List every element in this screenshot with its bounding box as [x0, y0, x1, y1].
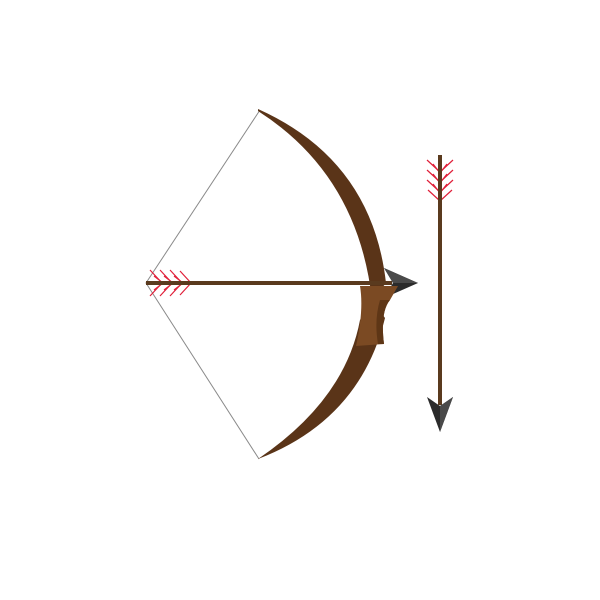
grip-shadow [376, 300, 390, 344]
arrowhead-shade [440, 397, 453, 432]
arrow-shaft [438, 155, 442, 405]
arrow-shaft [146, 281, 392, 285]
bow-grip [356, 286, 398, 346]
arrowhead-icon [427, 397, 453, 432]
bow-upper-limb [258, 109, 386, 300]
vertical-arrow-icon [426, 155, 454, 432]
arrowhead-shade [384, 268, 418, 283]
